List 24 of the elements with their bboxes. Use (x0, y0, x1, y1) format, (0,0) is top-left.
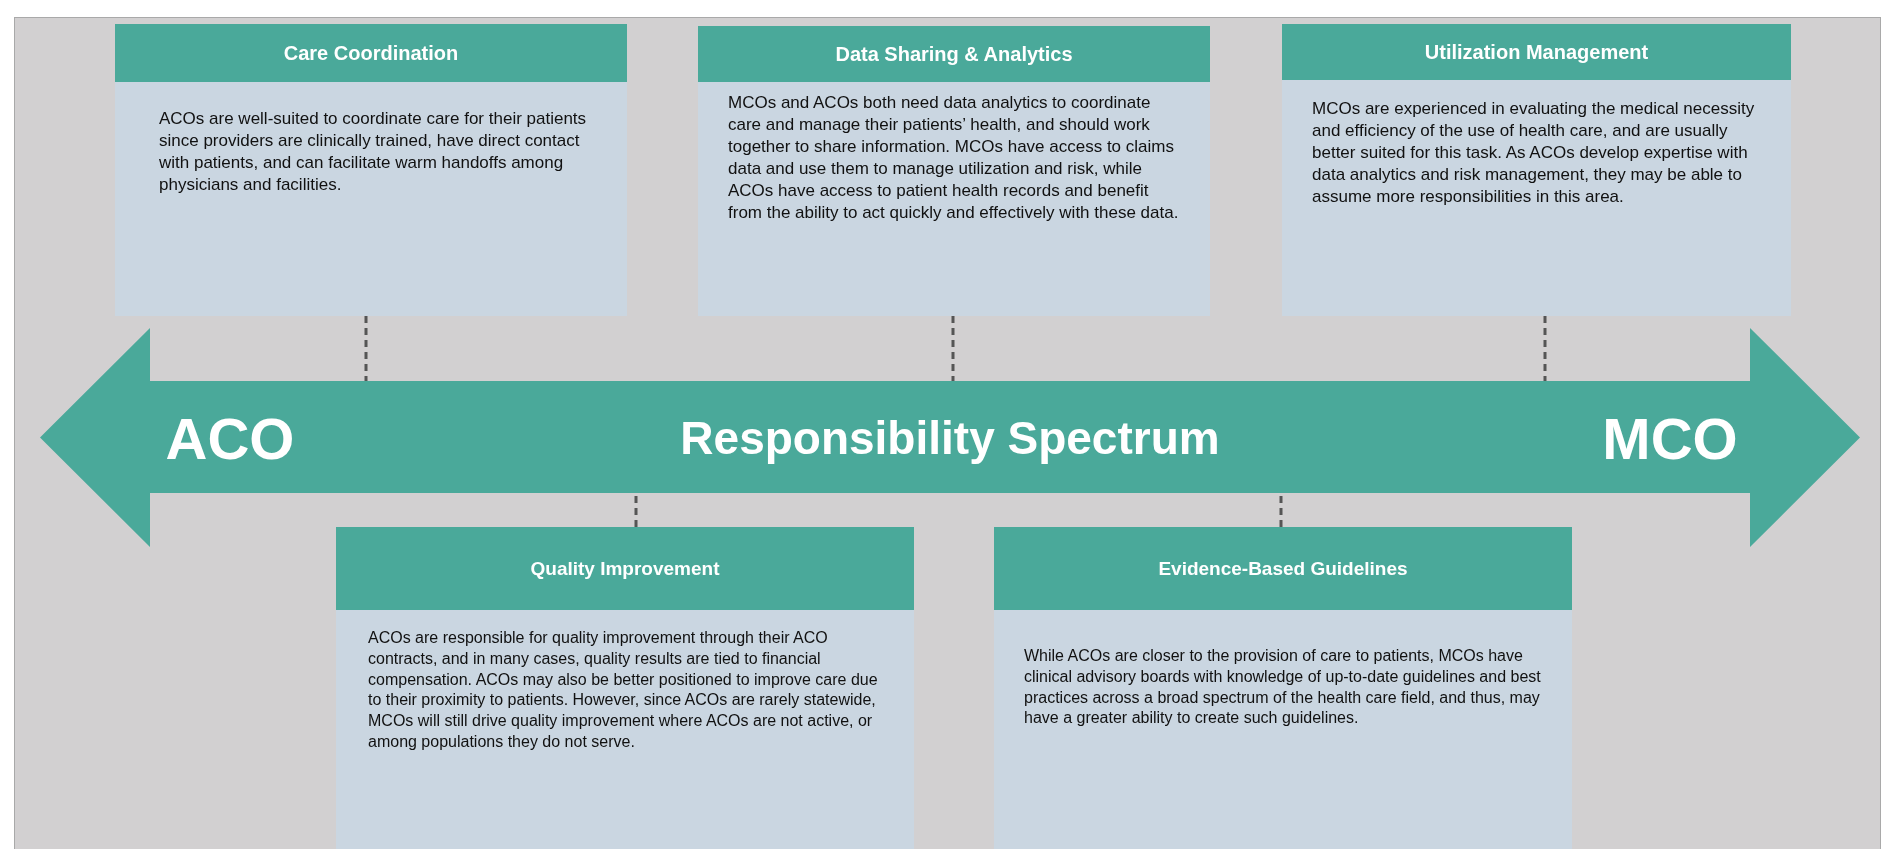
card-text: While ACOs are closer to the provision of care to patients, MCOs have clinical advisory boards with knowledge of up-to-date guidelines and best practices across a broad spectrum of the health care field, and thus, may have a greater ability to create such guidelines. (1024, 646, 1542, 729)
card-heading: Evidence-Based Guidelines (994, 527, 1572, 610)
card-heading: Utilization Management (1282, 24, 1791, 80)
info-card (698, 26, 1210, 316)
band-title: Responsibility Spectrum (680, 410, 1220, 465)
card-heading: Data Sharing & Analytics (698, 26, 1210, 82)
info-card (115, 24, 627, 316)
card-text: MCOs are experienced in evaluating the medical necessity and efficiency of the use of health care, and are usually better suited for this task. As ACOs develop expertise with data analytics and risk management, they may be able to assume more responsibilities in this area. (1312, 98, 1756, 209)
info-card (336, 527, 914, 849)
end-label: MCO (1602, 404, 1738, 471)
end-label: ACO (165, 404, 295, 471)
card-text: ACOs are responsible for quality improvement through their ACO contracts, and in many cases, quality results are tied to financial compensation. ACOs may also be better positioned to improve care due to their proximity to patients. However, since ACOs are rarely statewide, MCOs will still drive quality improvement where ACOs are not active, or among populations they do not serve. (368, 628, 879, 752)
info-card (994, 527, 1572, 849)
card-heading: Quality Improvement (336, 527, 914, 610)
card-text: MCOs and ACOs both need data analytics to coordinate care and manage their patients’ health, and should work together to share information. MCOs have access to claims data and use them to manage utilization and risk, while ACOs have access to patient health records and benefit from the ability to act quickly and effectively with these data. (728, 92, 1180, 225)
card-text: ACOs are well-suited to coordinate care for their patients since providers are clinically trained, have direct contact with patients, and can facilitate warm handoffs among physicians and facilities. (159, 108, 587, 197)
leader-line (1543, 316, 1547, 381)
leader-line (951, 316, 955, 381)
info-card (1282, 24, 1791, 316)
leader-line (1279, 493, 1283, 527)
card-heading: Care Coordination (115, 24, 627, 82)
double-arrow-band (40, 328, 1860, 547)
leader-line (364, 316, 368, 381)
leader-line (634, 493, 638, 527)
